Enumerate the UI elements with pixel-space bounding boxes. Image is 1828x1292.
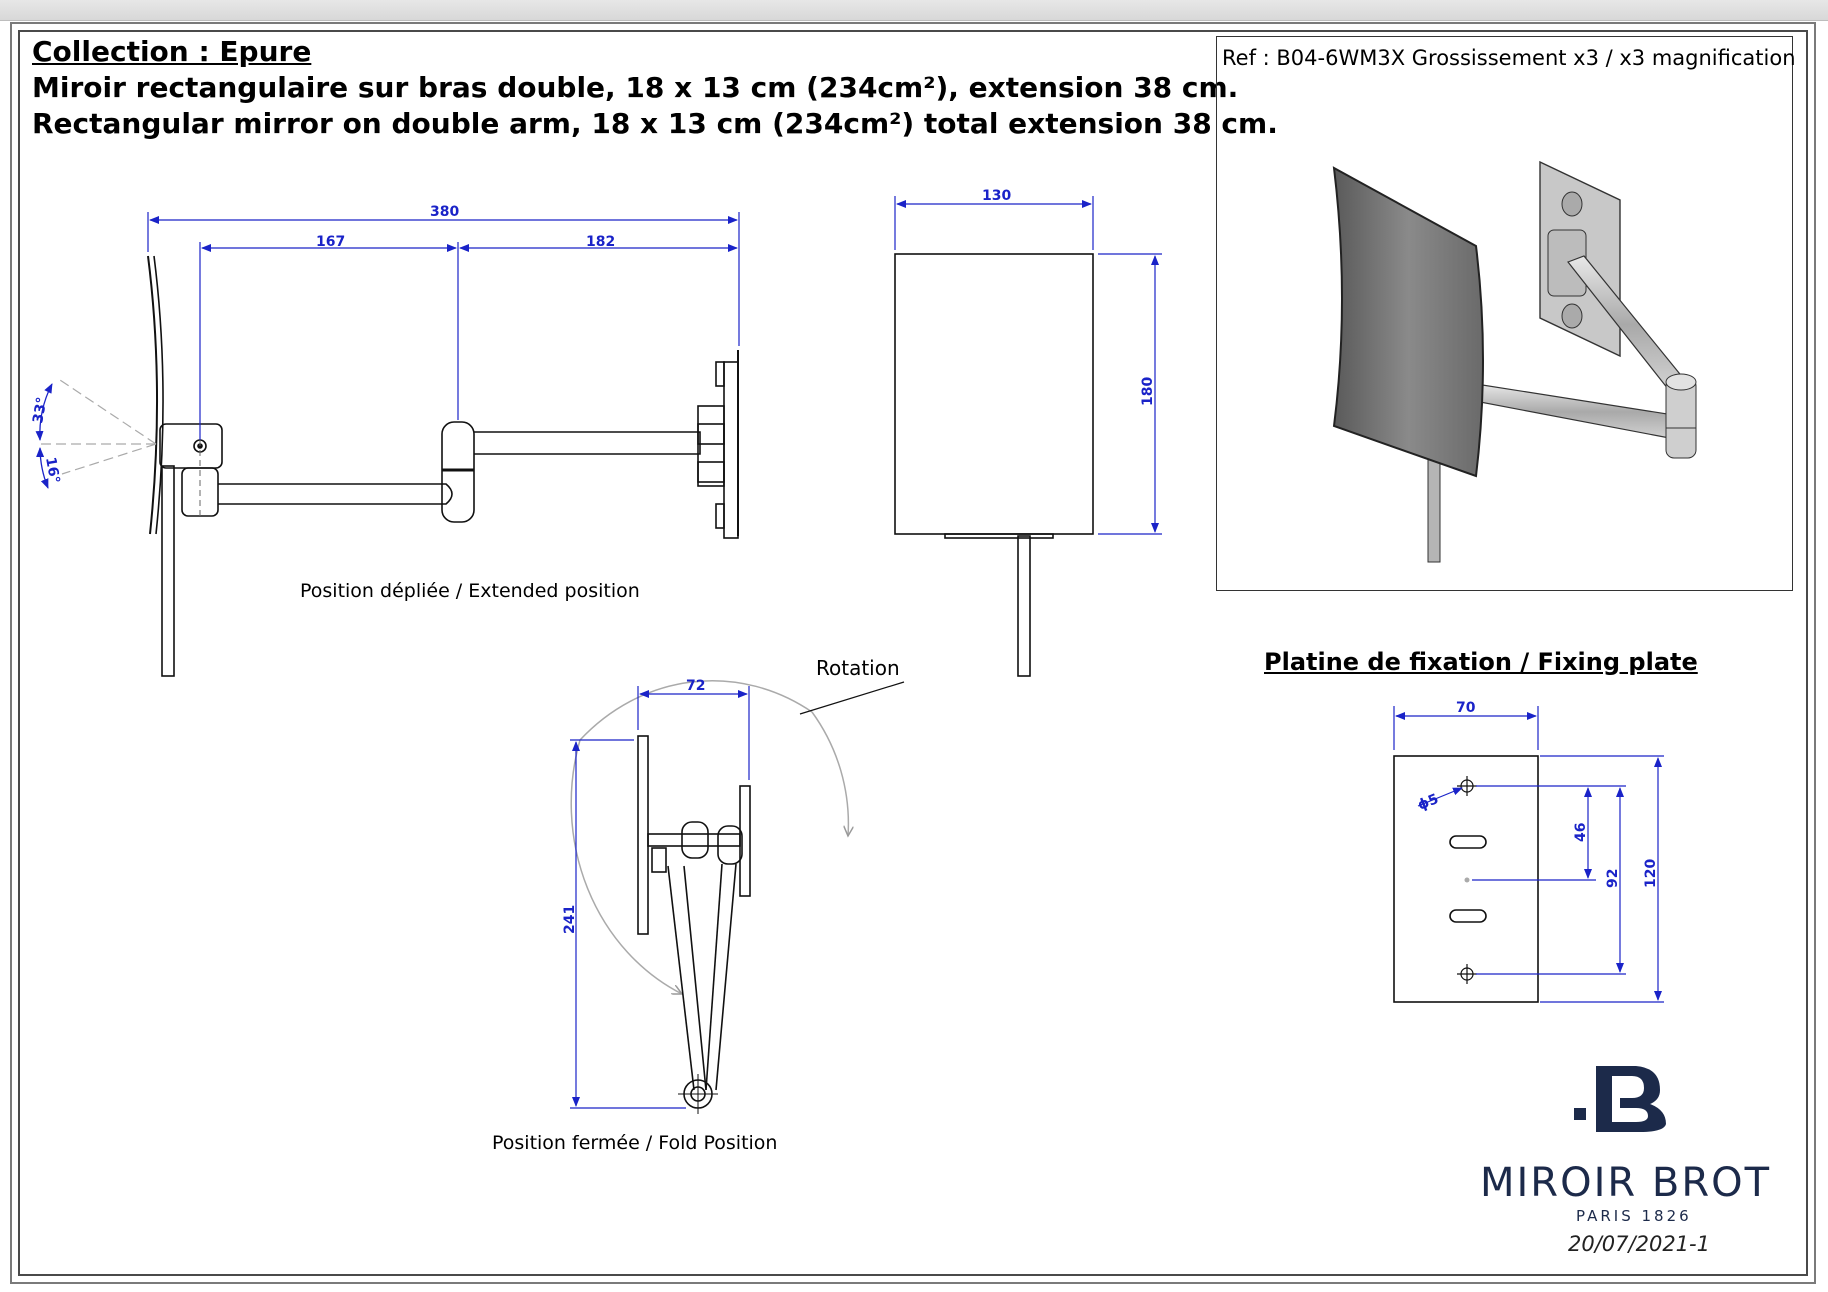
mirror-front (894, 253, 1094, 535)
elbow-joint (441, 421, 475, 523)
plate-slot-upper (1449, 835, 1487, 849)
front-dimensions (894, 196, 1162, 535)
wall-plate (723, 361, 739, 539)
pivot-block (159, 423, 223, 469)
inner-frame (18, 30, 1808, 1276)
dim-fold-height: 241 (562, 905, 578, 934)
angle-up-label: 33° (30, 396, 50, 425)
handle-rod (161, 465, 175, 677)
title-block: Collection : Epure Miroir rectangulaire … (32, 34, 1278, 142)
dim-front-width: 130 (982, 188, 1011, 204)
second-arm (474, 431, 701, 455)
plate-title: Platine de fixation / Fixing plate (1264, 648, 1698, 676)
collection-title: Collection : Epure (32, 35, 312, 68)
fixing-plate-view (1393, 706, 1664, 1003)
mirror-face (153, 255, 164, 535)
front-view (894, 253, 1094, 677)
reference-3d-view (1332, 160, 1697, 563)
dim-total: 380 (430, 204, 459, 220)
dim-fold-depth: 72 (686, 678, 705, 694)
description-fr: Miroir rectangulaire sur bras double, 18… (32, 71, 1239, 104)
fold-mirror (637, 735, 649, 935)
plate-slot-lower (1449, 909, 1487, 923)
angle-down-label: 16° (42, 456, 62, 485)
fold-elbow (681, 821, 709, 859)
reference-view-box (1216, 36, 1793, 591)
description-en: Rectangular mirror on double arm, 18 x 1… (32, 107, 1278, 140)
ref-mirror (1332, 166, 1484, 478)
outer-frame (10, 22, 1816, 1284)
dim-plate-half: 46 (1573, 823, 1589, 842)
caption-folded: Position fermée / Fold Position (492, 1132, 778, 1154)
brand-name: MIROIR BROT (1480, 1160, 1772, 1206)
brand-subtitle: PARIS 1826 (1576, 1207, 1692, 1225)
dim-front-height: 180 (1140, 377, 1156, 406)
dim-first-arm: 167 (316, 234, 345, 250)
dim-plate-width: 70 (1456, 700, 1476, 716)
ref-lower-arm (1475, 383, 1681, 441)
extended-dimensions (147, 212, 740, 440)
fold-view (570, 680, 905, 1114)
dim-plate-height: 120 (1643, 859, 1659, 888)
window-top-bar (0, 0, 1828, 21)
wall-bracket (697, 405, 725, 487)
plate-outline (1393, 755, 1539, 1003)
dim-plate-holes: 92 (1605, 869, 1621, 888)
reference-text: Ref : B04-6WM3X Grossissement x3 / x3 ma… (1222, 46, 1796, 70)
caption-rotation: Rotation (816, 656, 900, 680)
extended-view (40, 255, 739, 677)
dim-hole-diameter: ϕ5 (1416, 791, 1441, 814)
caption-extended: Position dépliée / Extended position (300, 580, 640, 602)
revision-date: 20/07/2021-1 (1568, 1232, 1710, 1256)
dim-second-arm: 182 (586, 234, 615, 250)
mirror-edge (147, 255, 159, 535)
brand-logo-icon (1574, 1066, 1666, 1132)
first-arm (218, 483, 453, 505)
front-handle (1017, 535, 1031, 677)
